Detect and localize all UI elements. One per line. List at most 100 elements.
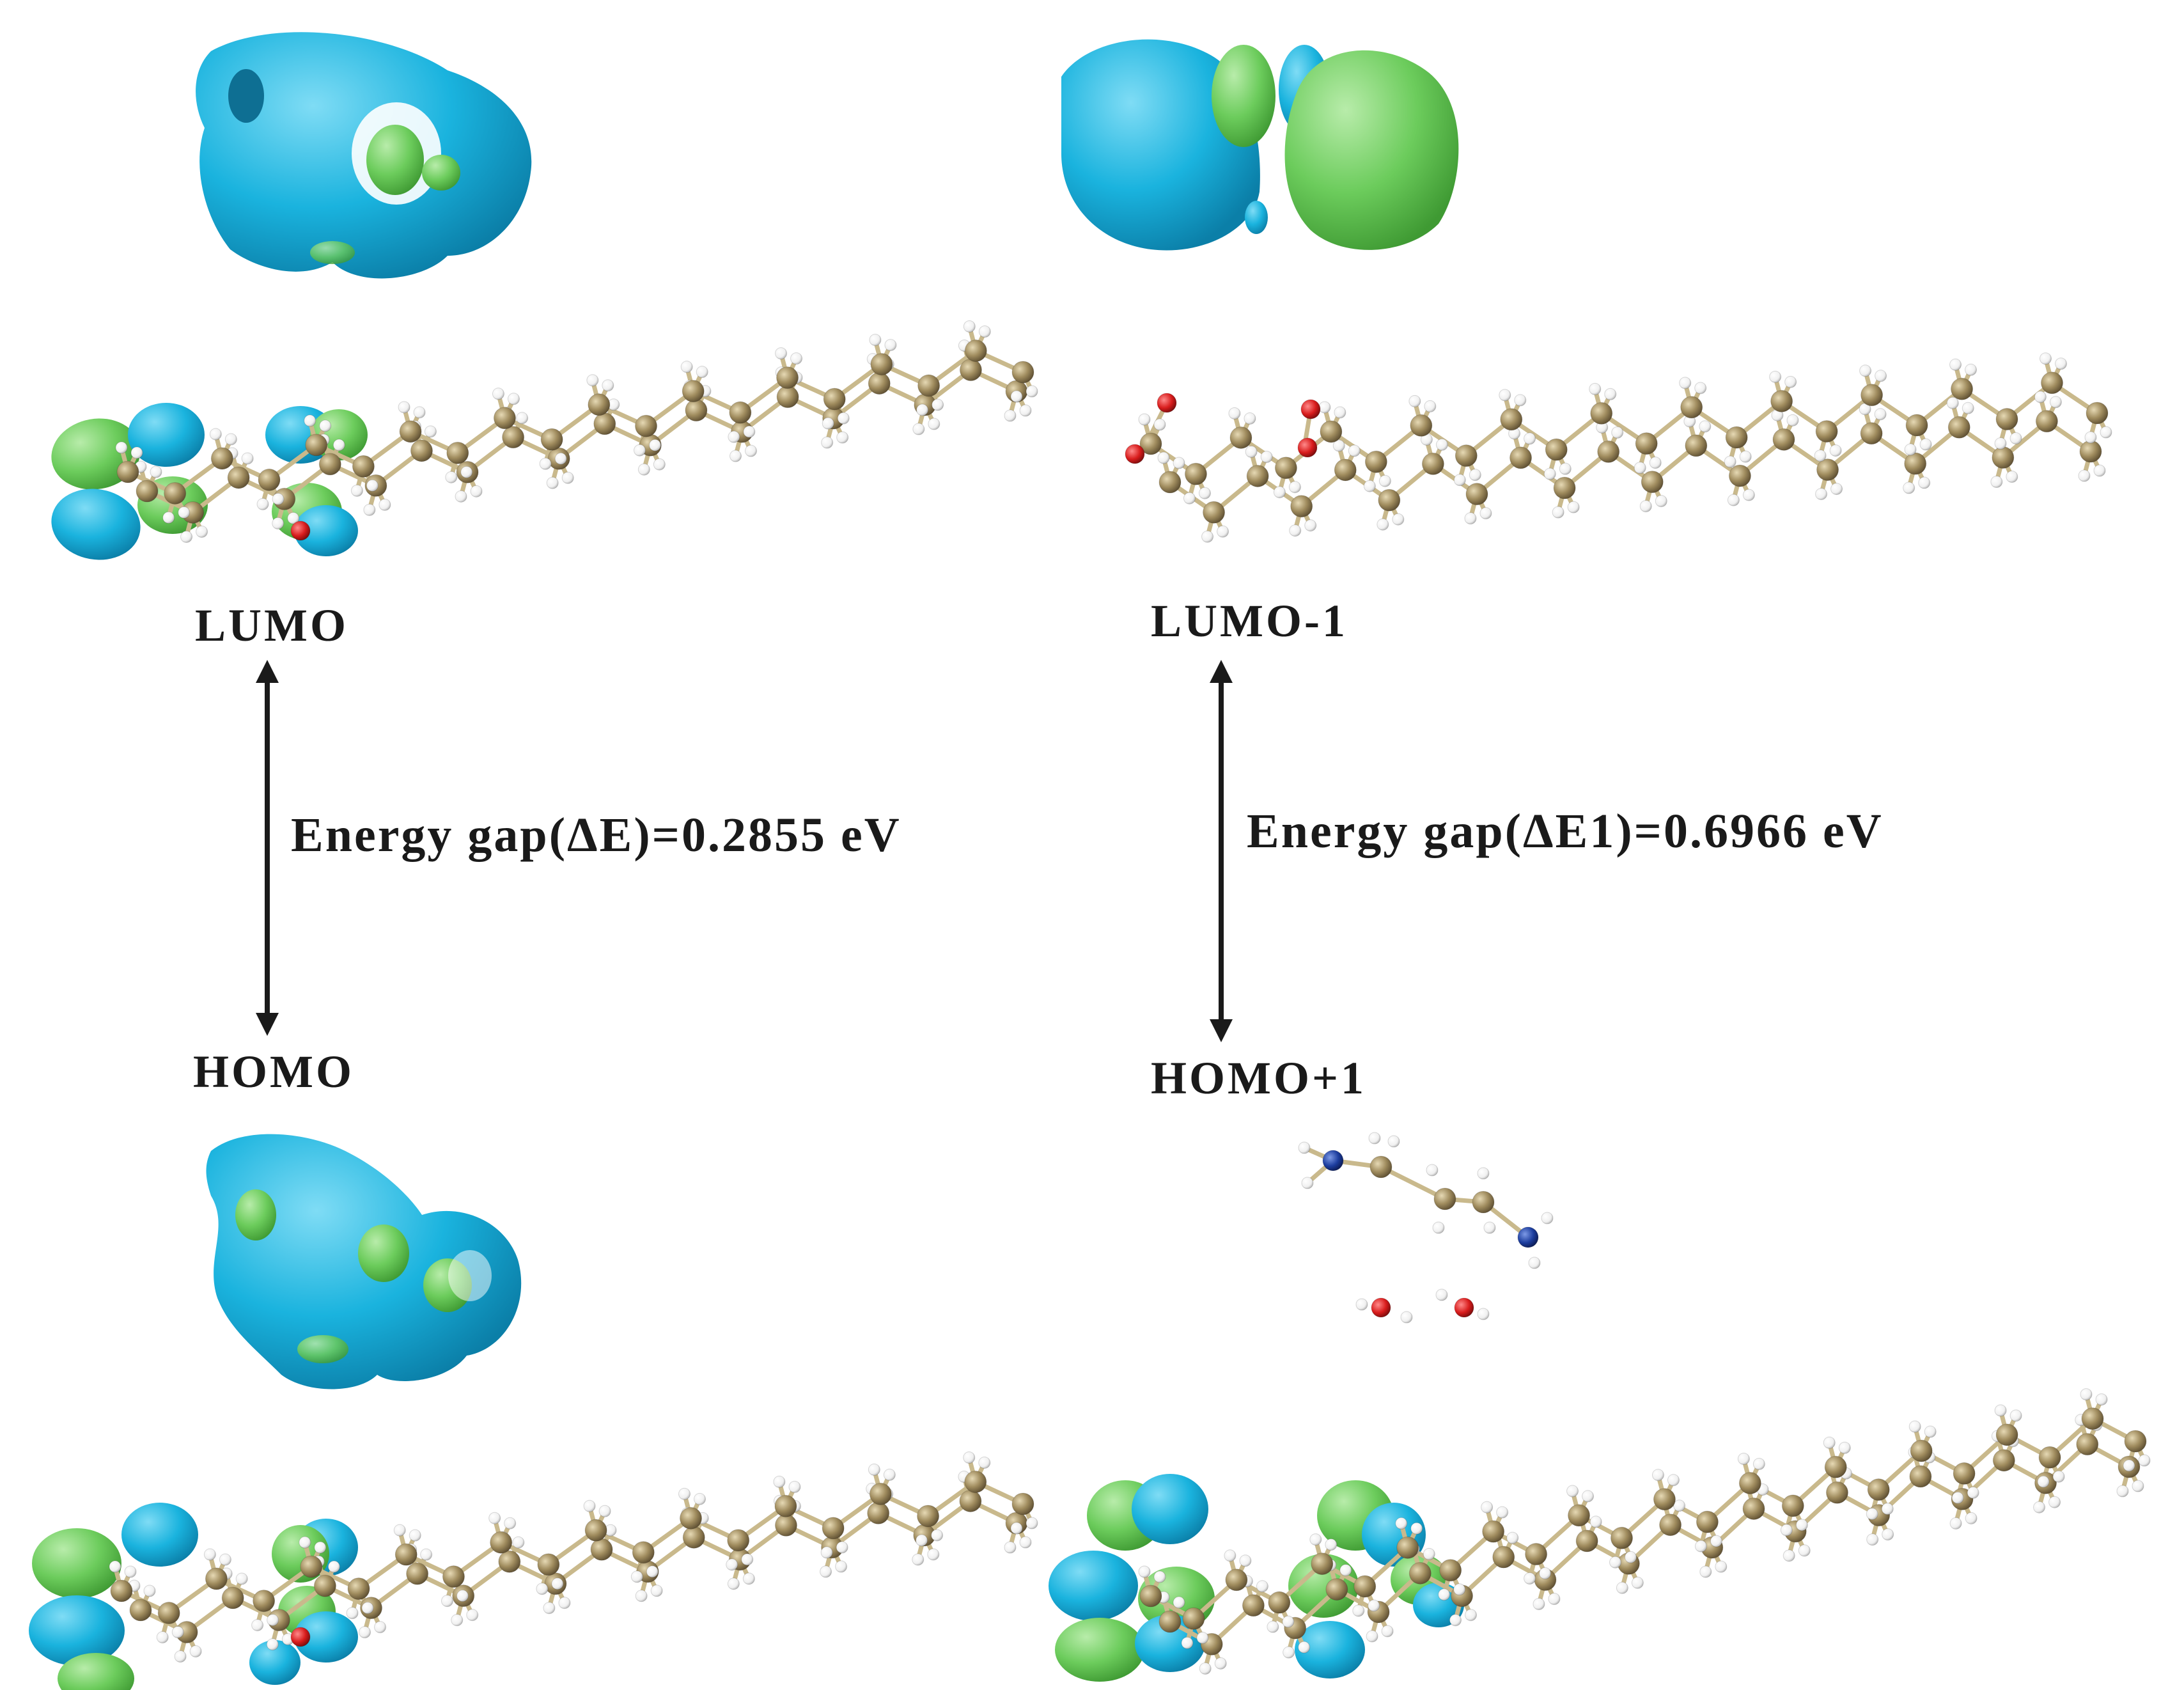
hydrogen-atom (1784, 375, 1797, 388)
hydrogen-atom (1715, 1560, 1728, 1573)
hydrogen-atom (1528, 1256, 1541, 1269)
hydrogen-atom (1304, 519, 1317, 532)
carbon-atom (593, 412, 616, 435)
hydrogen-atom (932, 398, 944, 411)
carbon-atom (1408, 1561, 1431, 1584)
carbon-atom (964, 1470, 987, 1493)
carbon-atom (2035, 410, 2058, 433)
hydrogen-atom (1423, 1547, 1435, 1560)
hydrogen-atom (1157, 451, 1170, 464)
hydrogen-atom (209, 428, 222, 441)
hydrogen-atom (1625, 1551, 1637, 1563)
carbon-atom (300, 1555, 323, 1578)
hydrogen-atom (1566, 1485, 1579, 1498)
hydrogen-atom (1903, 481, 1915, 494)
hydrogen-atom (745, 444, 758, 457)
hydrogen-atom (820, 1546, 833, 1559)
hydrogen-atom (1019, 404, 1032, 417)
hydrogen-atom (1004, 409, 1017, 422)
hydrogen-atom (420, 1548, 433, 1561)
hydrogen-atom (1199, 1662, 1212, 1675)
hydrogen-atom (1667, 1474, 1680, 1487)
hydrogen-atom (1325, 1538, 1338, 1551)
carbon-atom (1465, 483, 1488, 506)
carbon-atom (157, 1602, 180, 1625)
hydrogen-atom (539, 457, 552, 470)
hydrogen-atom (1875, 370, 1887, 382)
carbon-atom (221, 1586, 244, 1609)
hydrogen-atom (1239, 1554, 1252, 1567)
hydrogen-atom (1506, 1531, 1519, 1544)
carbon-atom (1772, 428, 1795, 451)
hydrogen-atom (727, 1577, 740, 1590)
hydrogen-atom (1694, 382, 1707, 395)
hydrogen-atom (773, 1475, 786, 1488)
carbon-atom (1867, 1478, 1890, 1501)
hydrogen-atom (1469, 469, 1481, 481)
hydrogen-atom (178, 506, 191, 519)
negative-lobe (1055, 1618, 1144, 1682)
hydrogen-atom (1352, 1604, 1365, 1617)
carbon-atom (442, 1565, 465, 1588)
lumo-1-cluster-isosurface (1061, 39, 1459, 251)
hydrogen-atom (2034, 391, 2047, 403)
carbon-atom (1641, 471, 1664, 494)
hydrogen-atom (912, 1553, 924, 1566)
carbon-atom (1182, 1607, 1205, 1630)
hydrogen-atom (1339, 1564, 1352, 1577)
hydrogen-atom (413, 406, 426, 419)
carbon-atom (1909, 1465, 1932, 1488)
hydrogen-atom (598, 1505, 611, 1517)
carbon-atom (305, 434, 328, 457)
hydrogen-atom (630, 1570, 643, 1583)
hydrogen-atom (790, 352, 803, 365)
carbon-atom (822, 1517, 845, 1540)
hydrogen-atom (2055, 357, 2068, 370)
hydrogen-atom (837, 412, 850, 425)
carbon-atom (682, 380, 705, 403)
hydrogen-atom (1377, 518, 1389, 531)
hydrogen-atom (551, 1577, 564, 1590)
carbon-atom (1816, 458, 1839, 481)
carbon-atom (1568, 1504, 1591, 1527)
hydrogen-atom (189, 1645, 202, 1658)
hydrogen-atom (1363, 480, 1376, 492)
hydrogen-atom (1539, 1567, 1552, 1580)
carbon-atom (1635, 432, 1658, 455)
carbon-atom (917, 1505, 940, 1528)
hydrogen-atom (1967, 1486, 1979, 1499)
hydrogen-atom (1282, 1615, 1295, 1628)
hydrogen-atom (327, 1560, 340, 1573)
hydrogen-atom (634, 444, 646, 457)
hydrogen-atom (1990, 476, 2003, 489)
positive-lobe (1049, 1551, 1138, 1621)
hydrogen-atom (869, 334, 882, 347)
hydrogen-atom (1010, 1522, 1023, 1535)
carbon-atom (1225, 1569, 1248, 1592)
carbon-atom (1396, 1536, 1419, 1559)
hydrogen-atom (1449, 1614, 1462, 1627)
hydrogen-atom (219, 1553, 231, 1566)
carbon-atom (446, 441, 469, 464)
hydrogen-atom (2033, 1501, 2046, 1514)
carbon-atom (1334, 458, 1357, 481)
hydrogen-atom (1435, 1288, 1448, 1301)
hydrogen-atom (916, 1534, 928, 1547)
hydrogen-atom (963, 1451, 976, 1464)
hydrogen-atom (156, 1631, 169, 1644)
lumo-cluster-isosurface (196, 32, 532, 279)
hydrogen-atom (1464, 512, 1477, 525)
hydrogen-atom (378, 498, 391, 511)
hydrogen-atom (1965, 1512, 1977, 1524)
carbon-atom (1525, 1543, 1548, 1566)
hydrogen-atom (304, 414, 316, 427)
carbon-atom (1439, 1559, 1462, 1582)
positive-lobe (51, 489, 141, 560)
hydrogen-atom (1634, 462, 1646, 474)
hydrogen-atom (1724, 455, 1736, 468)
carbon-atom (1203, 501, 1226, 524)
hydrogen-atom (637, 463, 650, 476)
hydrogen-atom (1815, 488, 1828, 501)
hydrogen-atom (1368, 1132, 1381, 1145)
carbon-atom (136, 480, 159, 503)
